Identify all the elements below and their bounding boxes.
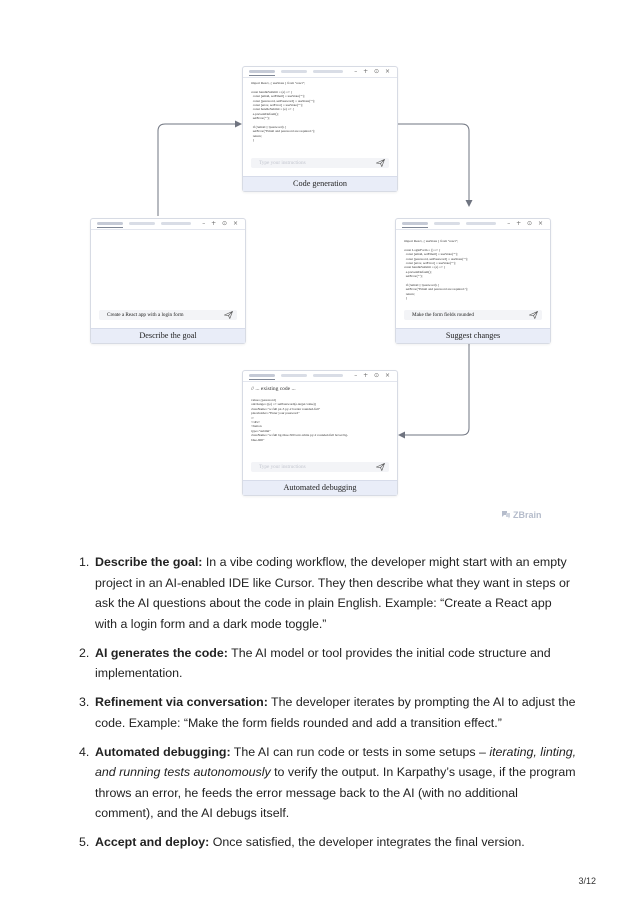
change-input[interactable]: Make the form fields rounded [404,310,542,320]
step-text-emphasis: iterating, linting, and running tests au… [95,744,577,780]
step-text: to verify the output. In Karpathy’s usag… [95,765,576,820]
caption-describe-goal: Describe the goal [91,328,245,343]
zbrain-logo: ZBrain [501,510,542,520]
instruction-input[interactable]: Type your instructions [251,158,389,168]
code-comment: // ... existing code ... [251,386,296,392]
code-snippet: import React, { useState } from "react";… [404,239,469,301]
step-title: Refinement via conversation: [95,695,268,709]
list-item: 5. Accept and deploy: Once satisfied, the… [77,832,577,853]
step-number: 4. [79,744,90,759]
window-controls[interactable]: – + ⊙ × [354,372,392,379]
list-item: 1. Describe the goal: In a vibe coding wo… [77,552,577,634]
step-text: In a vibe coding workflow, the developer… [95,555,570,631]
goal-input[interactable]: Create a React app with a login form [99,310,237,320]
window-titlebar: – + ⊙ × [396,219,550,230]
send-icon[interactable] [376,463,385,471]
goal-prompt-text: Create a React app with a login form [107,312,184,318]
describe-goal-window: – + ⊙ × Create a React app with a login … [90,218,246,344]
step-number: 3. [79,695,90,709]
list-item: 4. Automated debugging: The AI can run co… [77,742,577,824]
send-icon[interactable] [224,311,233,319]
suggest-changes-window: – + ⊙ × import React, { useState } from … [395,218,551,344]
caption-suggest-changes: Suggest changes [396,328,550,343]
window-titlebar: – + ⊙ × [243,67,397,78]
window-controls[interactable]: – + ⊙ × [507,220,545,227]
page-number: 3/12 [578,876,596,886]
arrow-describe-to-codegen [157,120,242,216]
step-text: The AI model or tool provides the initia… [95,645,551,681]
step-title: Automated debugging: [95,744,231,759]
instruction-placeholder: Type your instructions [259,464,306,470]
step-number: 5. [79,835,90,849]
arrow-suggest-to-debugging [398,344,470,439]
step-text: The AI can run code or tests in some set… [230,744,490,759]
send-icon[interactable] [376,159,385,167]
zbrain-logo-text: ZBrain [513,510,542,520]
list-item: 2. AI generates the code: The AI model or… [77,643,577,684]
zbrain-logo-icon [502,511,510,519]
instruction-placeholder: Type your instructions [259,160,306,166]
workflow-steps-list: 1. Describe the goal: In a vibe coding wo… [77,552,577,861]
window-controls[interactable]: – + ⊙ × [354,68,392,75]
code-generation-window: – + ⊙ × import React, { useState } from … [242,66,398,192]
send-icon[interactable] [529,311,538,319]
step-number: 2. [79,645,90,660]
window-titlebar: – + ⊙ × [243,371,397,382]
window-titlebar: – + ⊙ × [91,219,245,230]
window-controls[interactable]: – + ⊙ × [202,220,240,227]
automated-debugging-window: – + ⊙ × // ... existing code ... value={… [242,370,398,496]
caption-code-generation: Code generation [243,176,397,191]
arrow-codegen-to-suggest [398,123,473,207]
code-snippet: value={password} onChange={(e) => setPas… [251,398,349,442]
change-prompt-text: Make the form fields rounded [412,312,474,318]
list-item: 3. Refinement via conversation: The devel… [77,692,577,733]
step-title: Accept and deploy: [95,835,210,849]
step-text: The developer iterates by prompting the … [95,695,576,730]
code-snippet: import React, { useState } from "react";… [251,81,316,143]
step-title: AI generates the code: [95,645,228,660]
caption-automated-debugging: Automated debugging [243,480,397,495]
step-text: Once satisfied, the developer integrates… [209,835,525,849]
step-title: Describe the goal: [95,555,203,569]
instruction-input[interactable]: Type your instructions [251,462,389,472]
step-number: 1. [79,555,90,569]
